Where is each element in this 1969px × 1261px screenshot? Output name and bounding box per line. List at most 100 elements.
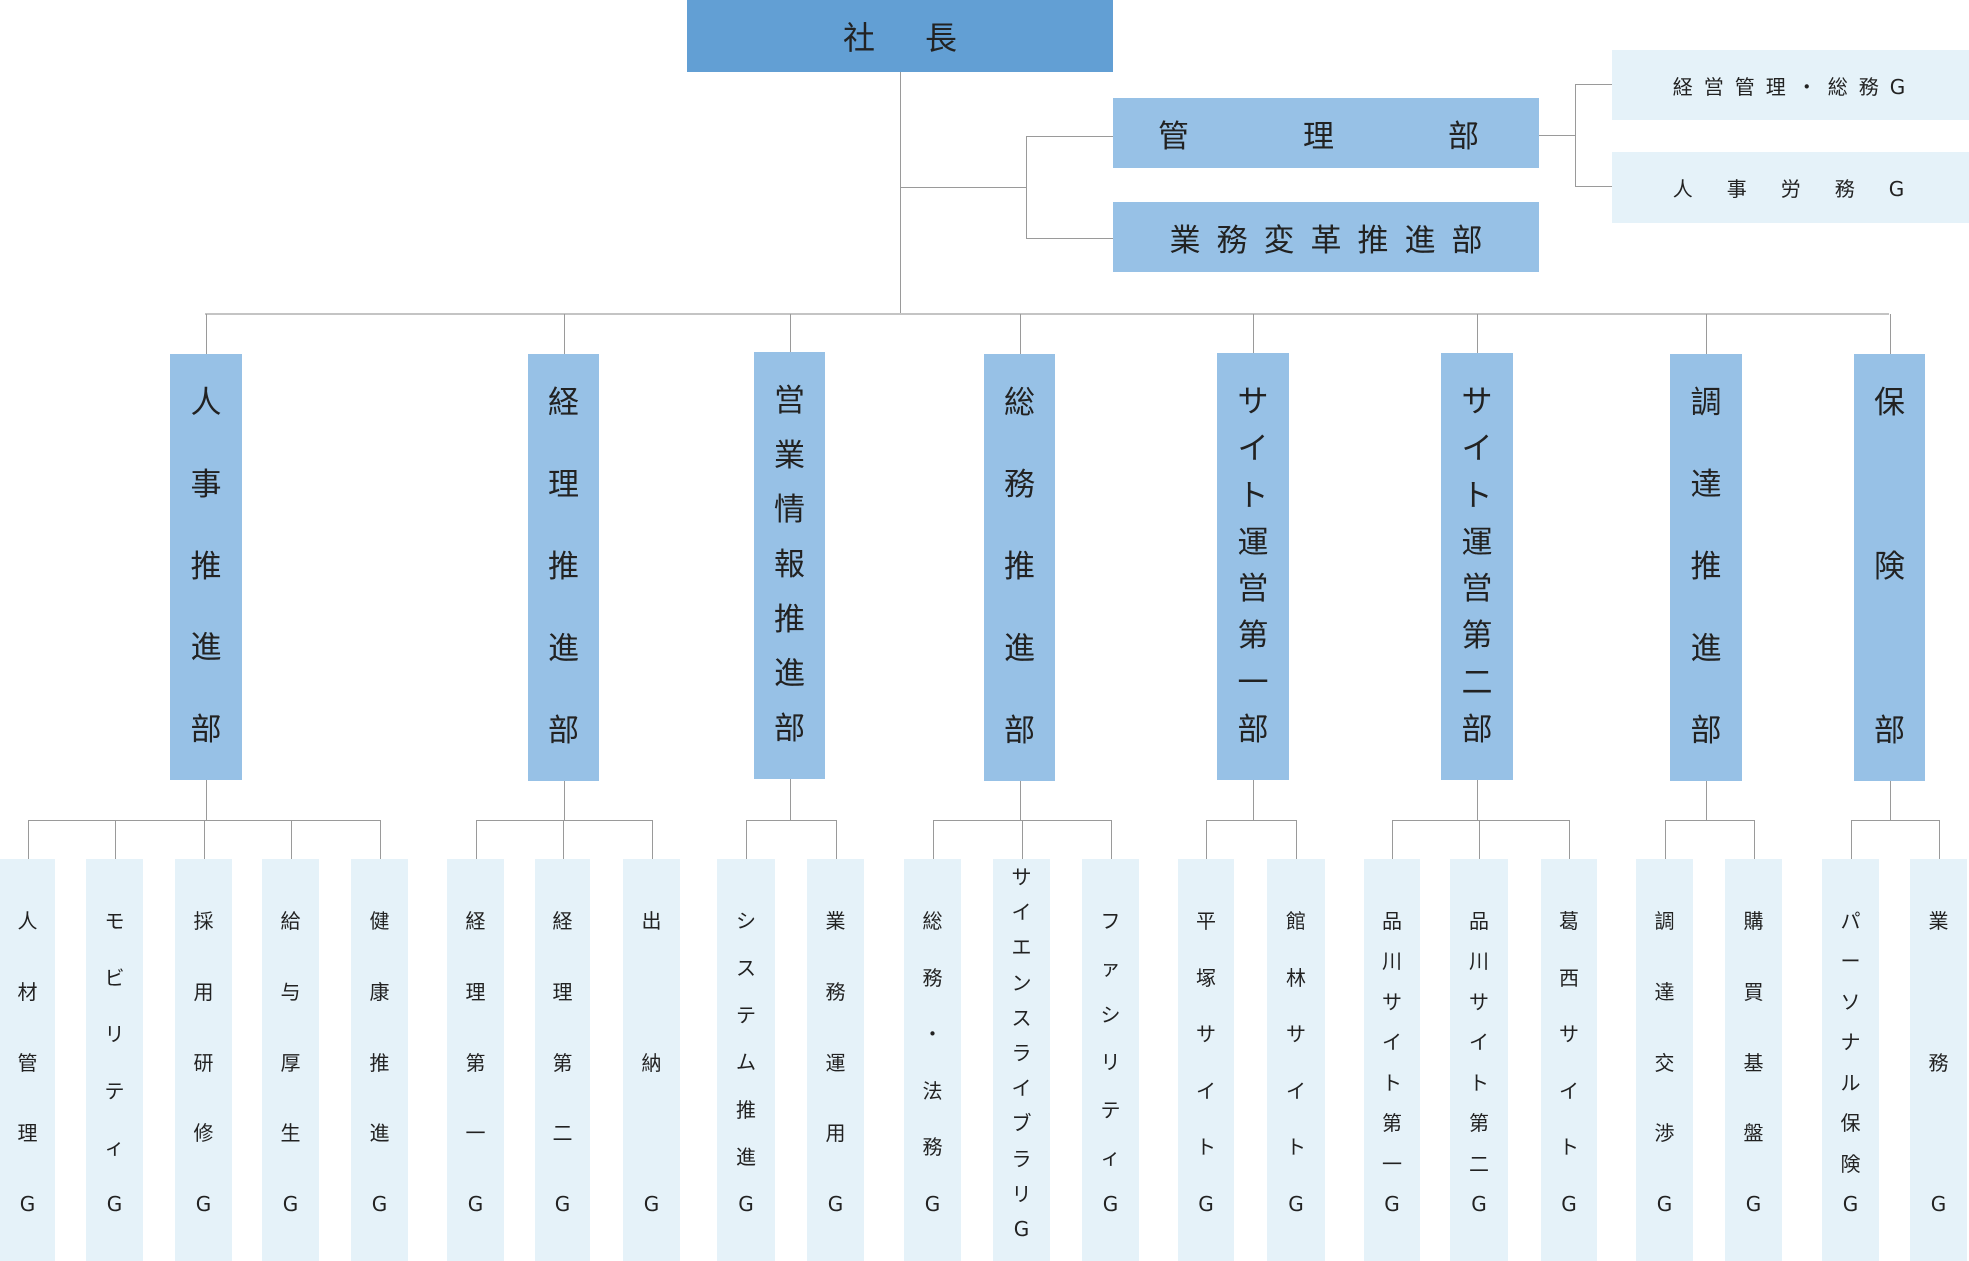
group-jinji-romu[interactable]: 人事労務G [1612,152,1969,223]
connector-group-7-1 [1664,820,1666,859]
dept-label-6-char: 二 [1461,665,1493,702]
group-label-4-1-char: 務 [922,965,943,990]
dept-box-7[interactable]: 調達推進部 [1670,354,1742,781]
group-label-6-3-char: ト [1559,1135,1579,1160]
group-keiei-kanri-somu[interactable]: 経営管理・総務G [1612,50,1969,120]
connector-staff-kanri [1026,136,1113,137]
group-label-1-3-char: G [195,1192,212,1216]
group-label-3-1-char: 推 [736,1097,756,1122]
group-label-1-5-char: 康 [369,979,390,1004]
group-label-2-3-char: 出 [641,909,662,933]
dept-label-3-char: 部 [774,710,805,747]
group-label-6-1-char: 川 [1382,949,1402,974]
dept-box-4[interactable]: 総務推進部 [984,354,1055,781]
dept-box-1[interactable]: 人事推進部 [170,354,242,780]
dept-label-5-char: 運 [1237,524,1269,561]
connector-group-3-1 [746,820,747,859]
group-label-8-1-char: 保 [1840,1111,1861,1136]
group-label-3-1-char: ス [736,956,756,981]
group-label-3-1-char: G [738,1191,754,1216]
dept-label-6-char: サ [1461,384,1493,420]
dept-box-6[interactable]: サイト運営第二部 [1441,353,1513,780]
group-label-2-2-char: 経 [552,909,573,933]
dept-label-6-char: 運 [1461,524,1493,561]
group-label-6-2-char: イ [1469,1030,1489,1055]
dept-label-2-char: 推 [548,549,579,585]
dept-kanri[interactable]: 管理部 [1113,98,1539,168]
dept-label-3-char: 報 [774,546,805,583]
dept-label-3: 営業情報推進部 [754,386,825,745]
group-label-6-3-char: G [1561,1191,1577,1216]
group-label-4-2-char: ス [1011,1005,1032,1030]
dept-label-7-char: 部 [1690,713,1722,749]
connector-dept-6-down [1477,780,1478,820]
group-label-4-3-char: フ [1100,909,1121,933]
group-label-1-5-char: 健 [369,909,390,933]
group-label-2-1-char: G [467,1192,484,1216]
group-label-5-2-char: 林 [1286,965,1306,990]
group-label-4-2-char: ブ [1011,1111,1032,1136]
group-label-2-1-char: 経 [465,909,486,933]
group-label-2-3-char: 納 [641,1050,662,1075]
connector-dept-6 [1477,314,1478,353]
dept-gyomu-henkaku[interactable]: 業務変革推進部 [1113,202,1539,272]
president-label: 社長 [842,19,1007,57]
group-label-1-1-char: 材 [17,979,38,1004]
group-label-4-2-char: エ [1011,935,1032,960]
dept-label-5-char: 部 [1237,711,1269,748]
connector-president-down [900,58,901,314]
group-label-8-1-char: G [1842,1191,1859,1216]
connector-dept-3 [789,314,791,352]
group-label-5-1-char: 平 [1196,909,1216,933]
group-label-8-1-char: 険 [1840,1151,1861,1176]
dept-label-1: 人事推進部 [170,388,242,746]
connector-group-6-2 [1479,820,1480,859]
dept-label-2-char: 進 [548,631,579,667]
dept-box-5[interactable]: サイト運営第一部 [1217,353,1289,780]
group-label-4-3-char: ァ [1100,956,1121,981]
dept-label-6-char: ト [1461,477,1493,514]
group-label-6-2-char: 二 [1469,1151,1489,1176]
group-label-1-2-char: ビ [104,965,125,990]
connector-dept-1-down [206,780,207,820]
connector-group-1-3 [203,820,205,859]
dept-label-5-char: 一 [1237,665,1269,702]
dept-label-7-char: 達 [1690,467,1722,503]
dept-box-8[interactable]: 保険部 [1854,354,1925,781]
group-label-1-5-char: G [371,1192,388,1216]
group-label-4-3-char: リ [1100,1050,1121,1075]
dept-box-2[interactable]: 経理推進部 [528,354,599,781]
dept-box-3[interactable]: 営業情報推進部 [754,352,825,779]
president-box[interactable]: 社長 [687,0,1113,72]
group-label-5-1-char: 塚 [1196,965,1216,990]
group-label-4-3-char: テ [1100,1097,1121,1122]
group-label-4-3-char: シ [1100,1003,1121,1028]
group-label-6-1-char: 一 [1382,1151,1402,1176]
